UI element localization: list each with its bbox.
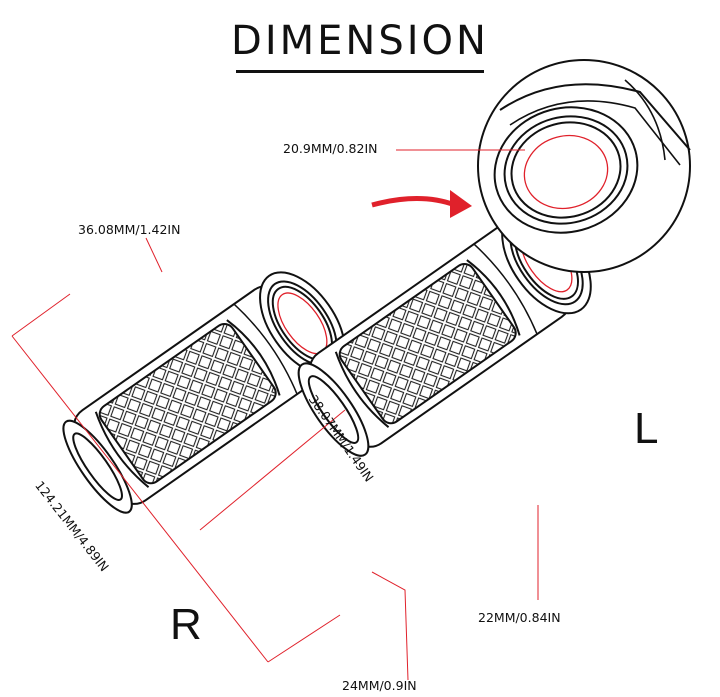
side-label-right: R [170,600,202,649]
right-grip-back-end [62,419,133,514]
label-end-diameter: 36.08MM/1.42IN [78,222,181,237]
zoom-bore [523,134,609,210]
title-underline [236,70,484,73]
dim-length [11,335,269,663]
zoom-arrow [371,196,456,208]
zoom-arrow-head [450,190,472,218]
label-inner-small: 20.9MM/0.82IN [283,141,378,156]
zoom-detail [477,59,691,273]
right-grip [62,271,346,514]
label-bore-right: 24MM/0.9IN [342,678,417,693]
left-grip-back-end [297,362,370,457]
leader-end-diameter [145,237,163,273]
label-bore-left: 22MM/0.84IN [478,610,561,625]
left-grip-knurl [338,262,517,425]
right-grip-knurl [98,322,277,485]
dimension-lines [11,149,539,681]
page-title: DIMENSION [231,18,489,64]
leader-bore-right [371,571,409,681]
dim-body-diameter [199,409,346,531]
side-label-left: L [634,404,659,453]
